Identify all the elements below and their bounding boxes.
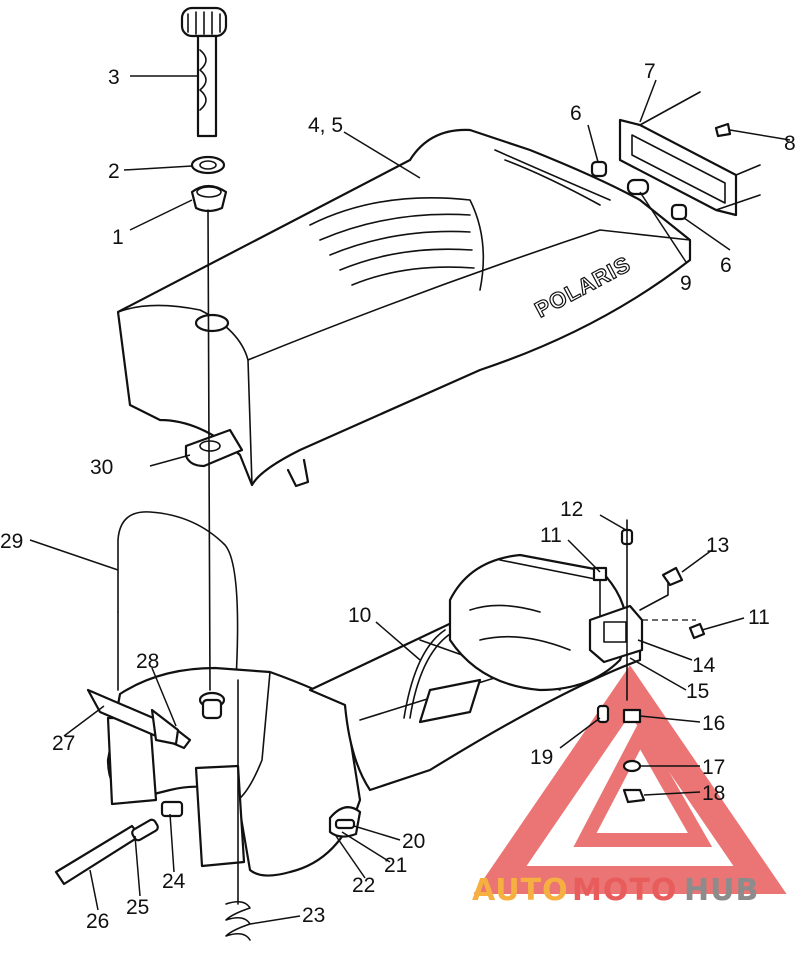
callout-28: 28: [136, 650, 159, 673]
tank-bracket: [86, 688, 192, 750]
watermark-moto: MOTO: [572, 873, 677, 908]
callout-13: 13: [706, 534, 729, 557]
callout-6-lower: 6: [720, 254, 732, 277]
callout-14: 14: [692, 654, 716, 677]
callout-11-right: 11: [748, 606, 770, 629]
fuel-line-10: [403, 629, 451, 719]
callout-12: 12: [560, 498, 583, 521]
callout-23: 23: [302, 904, 325, 927]
gas-tank-pad: [184, 428, 244, 468]
callout-18: 18: [702, 782, 725, 805]
callout-6-upper: 6: [570, 102, 582, 125]
vent-hose: [117, 511, 239, 691]
callout-10: 10: [348, 604, 371, 627]
tail-light-assembly: [590, 91, 761, 221]
watermark-hub: HUB: [684, 873, 759, 908]
fuel-line-26: [54, 800, 184, 886]
leader-lines: [29, 75, 791, 925]
seat-cover: POLARIS: [116, 128, 692, 488]
drain-fitting: [328, 806, 362, 838]
callout-8: 8: [784, 132, 796, 155]
assembly-line-cap: [207, 209, 211, 691]
callout-4-5: 4, 5: [308, 114, 343, 137]
callout-27: 27: [52, 732, 75, 755]
callout-24: 24: [162, 870, 186, 893]
callout-7: 7: [644, 60, 656, 83]
spring-clip: [225, 679, 251, 941]
watermark-triangle: [473, 665, 787, 894]
callout-30: 30: [90, 456, 113, 479]
callout-17: 17: [702, 756, 725, 779]
watermark-text: AUTO MOTO HUB: [472, 873, 759, 908]
callout-25: 25: [126, 896, 149, 919]
callout-21: 21: [384, 854, 407, 877]
callout-26: 26: [86, 910, 109, 933]
callout-2: 2: [108, 160, 120, 183]
watermark-inner-triangle: [573, 720, 713, 847]
callout-15: 15: [686, 680, 709, 703]
watermark-logo: [473, 665, 787, 894]
callout-3: 3: [108, 66, 120, 89]
callout-19: 19: [530, 746, 553, 769]
regulator: [588, 519, 706, 804]
callout-11-upper: 11: [540, 524, 562, 547]
fuel-tank: [106, 666, 362, 877]
callout-labels: 3 2 1 4, 5 6 7 8 9 6 30 29 10 11 12 13 1…: [0, 60, 796, 933]
callout-29: 29: [0, 530, 23, 553]
callout-20: 20: [402, 830, 425, 853]
callout-16: 16: [702, 712, 725, 735]
watermark-auto: AUTO: [472, 873, 569, 908]
callout-22: 22: [352, 874, 375, 897]
callout-1: 1: [112, 226, 124, 249]
gas-cap-assembly: [180, 6, 228, 213]
callout-9: 9: [680, 272, 692, 295]
